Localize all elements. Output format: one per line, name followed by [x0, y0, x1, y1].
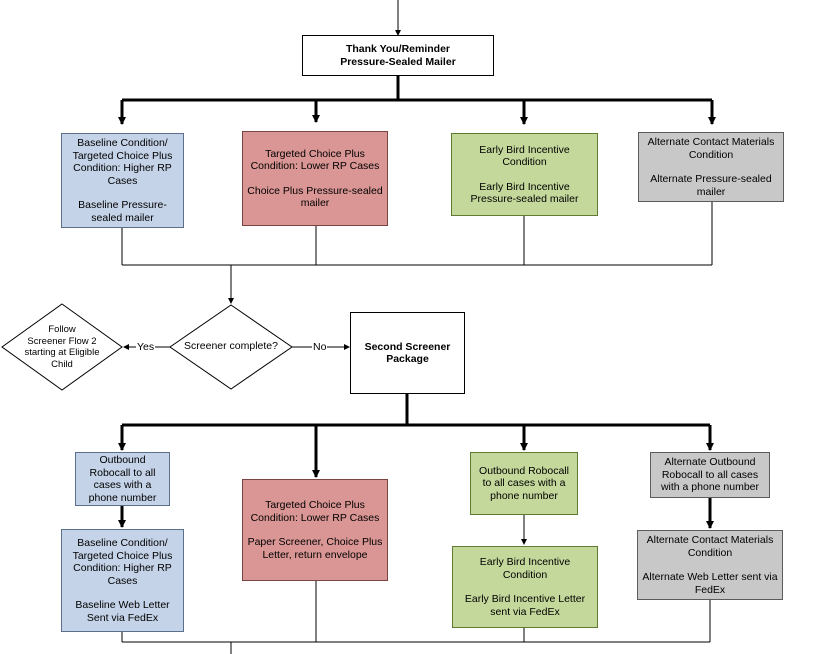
alternate-contact-materials-box: Alternate Contact Materials Condition Al…	[638, 132, 784, 202]
box-text-line: Sent via FedEx	[86, 611, 159, 624]
box-text-line: Outbound Robocall	[479, 464, 569, 477]
box-text-line: mailer	[696, 185, 726, 198]
follow-flow-diamond	[1, 303, 123, 391]
box-text-line: Targeted Choice Plus	[72, 549, 173, 562]
box-text-line: sealed mailer	[91, 211, 154, 224]
box-text-line: Paper Screener, Choice Plus	[247, 536, 383, 548]
box-text-line: Condition	[687, 546, 733, 559]
diamond-text-line: Screener Flow 2	[27, 335, 97, 347]
box-text-line: Condition: Higher RP	[73, 162, 172, 174]
box-text-line: Baseline Condition/	[77, 137, 168, 149]
box-text-line: Robocall to all cases	[661, 468, 759, 481]
box-text-line: phone number	[490, 489, 558, 502]
box-text-line: Alternate Pressure-sealed	[650, 173, 772, 185]
box-text-line: Condition	[502, 568, 548, 581]
box-text-line: Early Bird Incentive	[479, 180, 570, 193]
box-text-line: to all cases with a	[482, 477, 566, 490]
box-text-line: Baseline Pressure-	[78, 199, 167, 211]
alternate-web-letter-box: Alternate Contact Materials Condition Al…	[637, 530, 783, 600]
box-text-line: Condition: Higher RP	[73, 562, 172, 574]
box-text-line: Choice Plus Pressure-sealed	[247, 184, 383, 197]
box-text-line: Targeted Choice Plus	[265, 147, 365, 160]
box-text-line: Early Bird Incentive Letter	[464, 593, 586, 605]
box-text-line: FedEx	[694, 583, 726, 596]
targeted-paper-screener-box: Targeted Choice Plus Condition: Lower RP…	[242, 479, 388, 581]
merge-row1	[121, 202, 713, 304]
box-text-line: with a phone number	[660, 481, 760, 494]
no-label: No	[312, 341, 328, 353]
box-text-line: Condition: Lower RP Cases	[250, 160, 380, 172]
baseline-web-letter-box: Baseline Condition/ Targeted Choice Plus…	[61, 529, 184, 632]
screener-complete-diamond	[169, 304, 293, 390]
merge-row2	[121, 581, 711, 654]
box-text-line: Early Bird Incentive	[479, 143, 570, 156]
box-text-line: Alternate Outbound	[664, 456, 756, 469]
diamond-text-line: Child	[51, 358, 73, 370]
box-text-line: Condition	[502, 156, 547, 168]
baseline-condition-box: Baseline Condition/ Targeted Choice Plus…	[61, 133, 184, 228]
box-text-line: Alternate Contact Materials	[647, 136, 775, 148]
box-text-line: phone number	[88, 491, 157, 504]
box-text-line: mailer	[300, 197, 330, 209]
box-text-line: Package	[386, 353, 429, 365]
diamond-text-line: Screener complete?	[184, 340, 278, 353]
box-text-line: Targeted Choice Plus	[265, 499, 365, 511]
box-text-line: Condition	[688, 148, 734, 161]
box-text-line: Pressure-Sealed Mailer	[340, 55, 456, 68]
box-text-line: Letter, return envelope	[262, 548, 368, 561]
yes-label: Yes	[136, 341, 156, 353]
box-text-line: Robocall to all	[89, 466, 156, 479]
second-screener-package-box: Second Screener Package	[350, 312, 465, 394]
box-text-line: Targeted Choice Plus	[72, 149, 173, 162]
targeted-choice-plus-box: Targeted Choice Plus Condition: Lower RP…	[242, 131, 388, 226]
early-bird-letter-box: Early Bird Incentive Condition Early Bir…	[452, 546, 598, 628]
box-text-line: sent via FedEx	[490, 605, 560, 618]
box-text-line: Alternate Web Letter sent via	[642, 571, 778, 583]
box-text-line: Outbound	[99, 454, 146, 466]
box-text-line: cases with a	[93, 479, 152, 491]
alternate-outbound-robocall-box: Alternate Outbound Robocall to all cases…	[650, 452, 770, 498]
box-text-line: Pressure-sealed mailer	[470, 193, 579, 205]
box-text-line: Second Screener	[364, 340, 451, 353]
outbound-robocall-baseline-box: Outbound Robocall to all cases with a ph…	[75, 452, 170, 506]
diamond-text-line: starting at Eligible	[24, 347, 100, 358]
box-text-line: Alternate Contact Materials	[646, 534, 774, 546]
screener-complete-text: Screener complete?	[170, 339, 292, 355]
box-text-line: Cases	[107, 574, 138, 587]
diamond-text-line: Follow	[48, 324, 76, 335]
box-text-line: Baseline Condition/	[77, 537, 168, 549]
branch-row1	[118, 76, 716, 125]
box-text-line: Thank You/Reminder	[345, 43, 451, 55]
outbound-robocall-early-bird-box: Outbound Robocall to all cases with a ph…	[470, 452, 578, 515]
branch-row2	[118, 394, 714, 529]
box-text-line: Baseline Web Letter	[75, 599, 170, 611]
box-text-line: Cases	[107, 174, 138, 187]
box-text-line: Early Bird Incentive	[479, 556, 571, 568]
follow-flow-text: Follow Screener Flow 2 starting at Eligi…	[12, 318, 112, 376]
early-bird-incentive-box: Early Bird Incentive Condition Early Bir…	[451, 133, 598, 216]
box-text-line: Condition: Lower RP Cases	[250, 511, 380, 524]
thank-you-reminder-box: Thank You/Reminder Pressure-Sealed Maile…	[302, 35, 494, 76]
